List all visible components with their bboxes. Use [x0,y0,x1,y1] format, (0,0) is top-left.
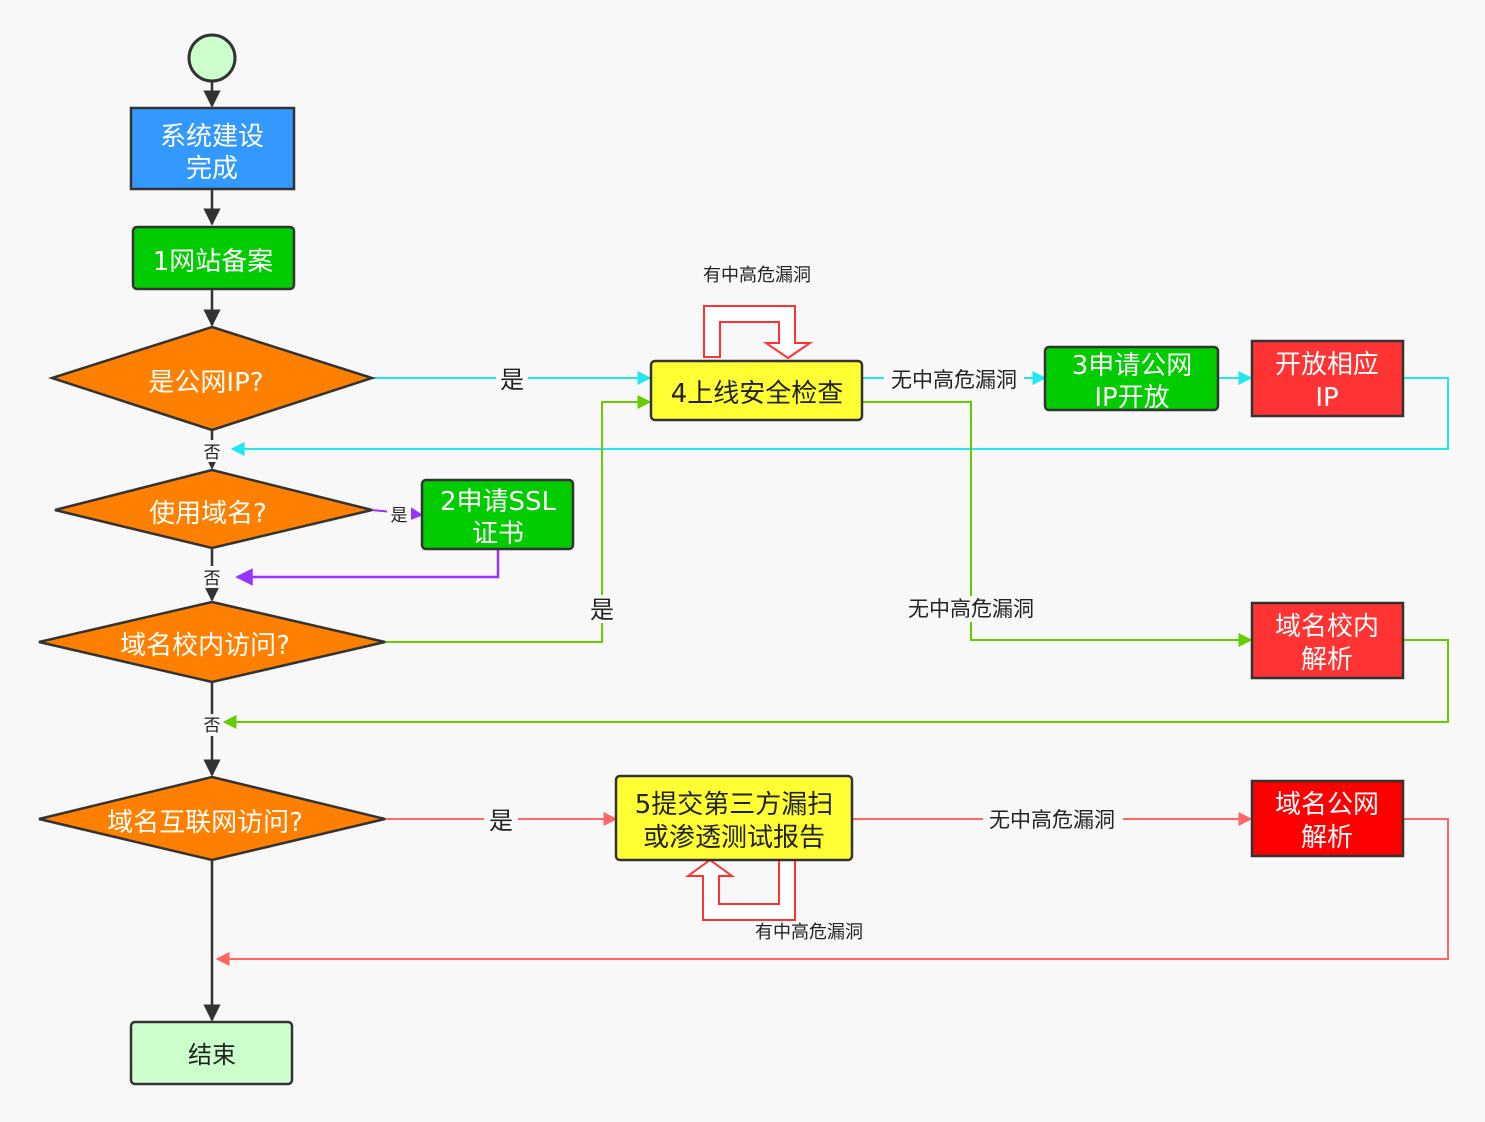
node-campus-dns[interactable]: 域名校内 解析 [1250,601,1405,680]
node-public-dns-line-2: 解析 [1301,823,1353,853]
decision-campus-access-text: 域名校内访问? [120,631,290,661]
node-system-done[interactable]: 系统建设 完成 [129,106,296,191]
decision-use-domain[interactable]: 使用域名? [54,468,373,550]
node-apply-ip[interactable]: 3申请公网 IP开放 [1043,345,1220,413]
decision-internet-access-text: 域名互联网访问? [107,808,303,838]
decision-public-ip-text: 是公网IP? [148,368,263,398]
label-campus-access-no: 否 [204,716,221,736]
node-security-check[interactable]: 4上线安全检查 [649,359,864,422]
label-use-domain-no: 否 [204,569,221,589]
label-backgrounds [201,366,1123,834]
decision-internet-access[interactable]: 域名互联网访问? [38,775,386,862]
nodes: 系统建设 完成 1网站备案 是公网IP? 使用域名? 2申请SSL 证书 域名校… [38,33,1405,1086]
label-check-has-vuln-1: 有中高危漏洞 [703,265,811,286]
edge-open-ip-return [230,377,1449,456]
node-apply-ip-line-2: IP开放 [1094,383,1169,413]
edge-ssl-return [235,550,500,586]
node-report-line-2: 或渗透测试报告 [643,823,825,853]
label-public-ip-yes: 是 [500,366,524,394]
end-node[interactable]: 结束 [129,1020,294,1086]
node-ssl-line-2: 证书 [472,519,524,549]
node-report[interactable]: 5提交第三方漏扫 或渗透测试报告 [614,774,854,862]
label-use-domain-yes: 是 [391,506,408,526]
loop-arrow-report [684,858,796,921]
end-node-text: 结束 [188,1041,236,1069]
start-node[interactable] [187,33,237,83]
edge-campus-dns-return [222,639,1449,729]
label-report-no-vuln: 无中高危漏洞 [989,808,1115,832]
label-report-has-vuln: 有中高危漏洞 [755,922,863,943]
label-internet-access-yes: 是 [489,807,513,835]
edge-check-to-campus-dns [862,401,1253,647]
node-open-ip[interactable]: 开放相应 IP [1250,339,1405,418]
label-public-ip-no: 否 [204,443,221,463]
decision-campus-access[interactable]: 域名校内访问? [38,600,386,684]
node-ssl[interactable]: 2申请SSL 证书 [420,478,575,551]
node-ssl-line-1: 2申请SSL [440,487,557,517]
node-apply-ip-line-1: 3申请公网 [1072,351,1193,381]
node-site-filing-line-1: 1网站备案 [153,247,274,277]
label-campus-access-yes: 是 [590,596,614,624]
edge-campus-access-yes [385,395,652,643]
decision-public-ip[interactable]: 是公网IP? [47,325,377,432]
node-campus-dns-line-1: 域名校内 [1275,612,1379,642]
node-open-ip-line-1: 开放相应 [1275,350,1379,380]
connectors [203,80,1449,1022]
edge-public-dns-return [215,818,1449,966]
node-public-dns[interactable]: 域名公网 解析 [1250,779,1405,858]
decision-use-domain-text: 使用域名? [149,499,267,529]
label-check-no-vuln-2: 无中高危漏洞 [908,597,1034,621]
node-report-line-1: 5提交第三方漏扫 [635,790,834,820]
edge-labels: 是 无中高危漏洞 有中高危漏洞 否 是 否 是 无中高危漏洞 否 是 无中高危漏… [204,265,1116,943]
node-system-done-line-1: 系统建设 [160,122,264,152]
loop-arrow-security-check [703,305,814,360]
node-site-filing[interactable]: 1网站备案 [131,225,296,291]
label-check-no-vuln-1: 无中高危漏洞 [891,368,1017,392]
node-campus-dns-line-2: 解析 [1301,645,1353,675]
node-security-check-text: 4上线安全检查 [671,379,844,409]
node-system-done-line-2: 完成 [186,154,238,184]
node-open-ip-line-2: IP [1315,383,1338,413]
node-public-dns-line-1: 域名公网 [1275,790,1379,820]
